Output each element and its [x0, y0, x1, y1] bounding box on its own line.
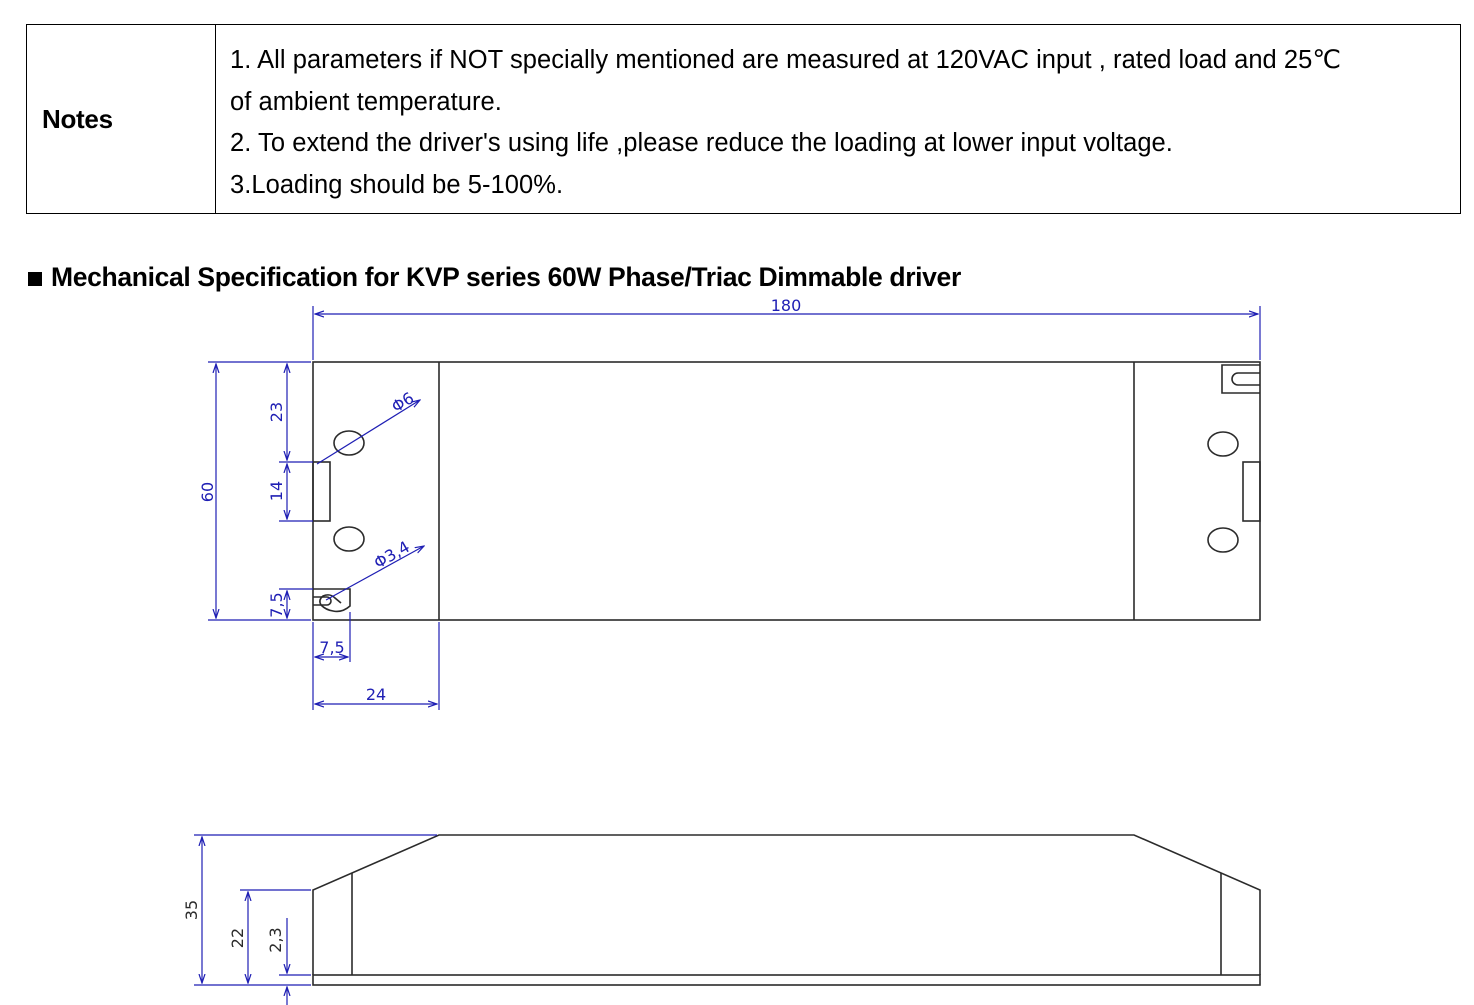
- dim-14-label: 14: [267, 481, 286, 501]
- notes-table: Notes 1. All parameters if NOT specially…: [26, 24, 1461, 214]
- dim-24-label: 24: [366, 685, 386, 704]
- side-view: 35 22 2,3: [182, 834, 1261, 1005]
- notes-label: Notes: [27, 25, 216, 213]
- dim-7-5-h-label: 7,5: [319, 638, 344, 657]
- left-slot-notch: [313, 596, 332, 606]
- left-mounting-slot: [313, 588, 351, 613]
- dim-22-label: 22: [228, 928, 247, 948]
- square-bullet-icon: [28, 272, 42, 286]
- note-line-1-continued: of ambient temperature.: [230, 87, 502, 116]
- note-line-1: 1. All parameters if NOT specially menti…: [230, 46, 1342, 74]
- right-terminal-tab: [1242, 461, 1261, 522]
- dim-60-label: 60: [198, 482, 217, 502]
- note-line-3: 3.Loading should be 5-100%.: [230, 170, 564, 199]
- small-hole-diameter-label: Φ3,4: [371, 537, 413, 572]
- dim-2-3-label: 2,3: [266, 927, 285, 952]
- big-hole-diameter-label: Φ6: [388, 388, 417, 416]
- left-big-hole: [333, 430, 365, 456]
- right-upper-hole: [1207, 431, 1239, 457]
- leader-small-hole: [325, 546, 424, 601]
- side-view-profile: [312, 834, 1261, 975]
- top-view-body-outline: [312, 361, 1261, 621]
- note-line-2: 2. To extend the driver's using life ,pl…: [230, 129, 1173, 157]
- dim-180-label: 180: [771, 296, 802, 315]
- right-mounting-slot: [1221, 364, 1260, 394]
- right-lower-hole: [1207, 527, 1239, 553]
- left-small-hole: [333, 526, 365, 552]
- section-title: Mechanical Specification for KVP series …: [51, 262, 961, 292]
- right-slot-notch: [1231, 372, 1260, 386]
- side-view-base-plate: [312, 974, 1261, 986]
- section-heading: Mechanical Specification for KVP series …: [28, 262, 961, 293]
- top-view: 180 60 23 14 7,5 7,5 24 Φ6 Φ3,4: [198, 296, 1261, 710]
- dim-23-label: 23: [267, 402, 286, 422]
- dim-35-label: 35: [182, 900, 201, 920]
- leader-big-hole: [316, 400, 420, 465]
- notes-content: 1. All parameters if NOT specially menti…: [216, 25, 1460, 213]
- dim-7-5-v-label: 7,5: [267, 592, 286, 617]
- left-terminal-tab: [312, 461, 331, 522]
